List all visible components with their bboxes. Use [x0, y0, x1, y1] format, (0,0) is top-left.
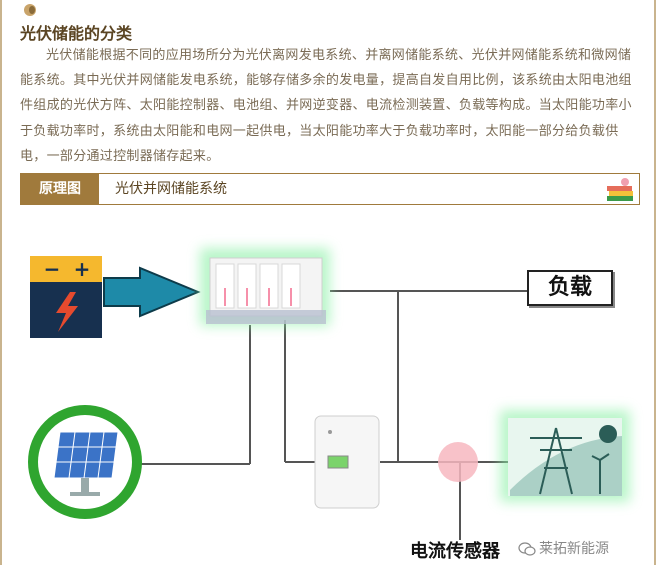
watermark: 莱拓新能源: [518, 538, 609, 558]
banner-title: 光伏并网储能系统: [115, 181, 227, 197]
wechat-icon: [518, 542, 536, 556]
current-sensor-icon: [438, 442, 478, 482]
power-grid-icon: [500, 410, 630, 502]
section-paragraph: 光伏储能根据不同的应用场所分为光伏离网发电系统、并离网储能系统、光伏并网储能系统…: [20, 43, 640, 169]
solar-panel-icon: [28, 405, 142, 519]
books-icon: [607, 178, 633, 201]
current-sensor-label: 电流传感器: [410, 541, 500, 562]
watermark-text: 莱拓新能源: [539, 541, 609, 557]
inverter-icon: [314, 415, 380, 509]
banner-tag: 原理图: [21, 174, 99, 204]
section-title: 光伏储能的分类: [20, 24, 133, 43]
battery-icon: − +: [30, 256, 102, 338]
paragraph-text: 光伏储能根据不同的应用场所分为光伏离网发电系统、并离网储能系统、光伏并网储能系统…: [20, 48, 632, 164]
battery-minus: −: [44, 257, 61, 281]
bullet-dot-icon: [24, 4, 36, 16]
system-diagram: − +: [28, 248, 630, 540]
battery-plus: +: [74, 257, 91, 281]
controller-cabinet-icon: [200, 248, 330, 326]
charge-arrow-icon: [103, 266, 201, 318]
diagram-banner: 原理图 光伏并网储能系统: [20, 173, 640, 205]
load-label: 负载: [527, 270, 613, 306]
